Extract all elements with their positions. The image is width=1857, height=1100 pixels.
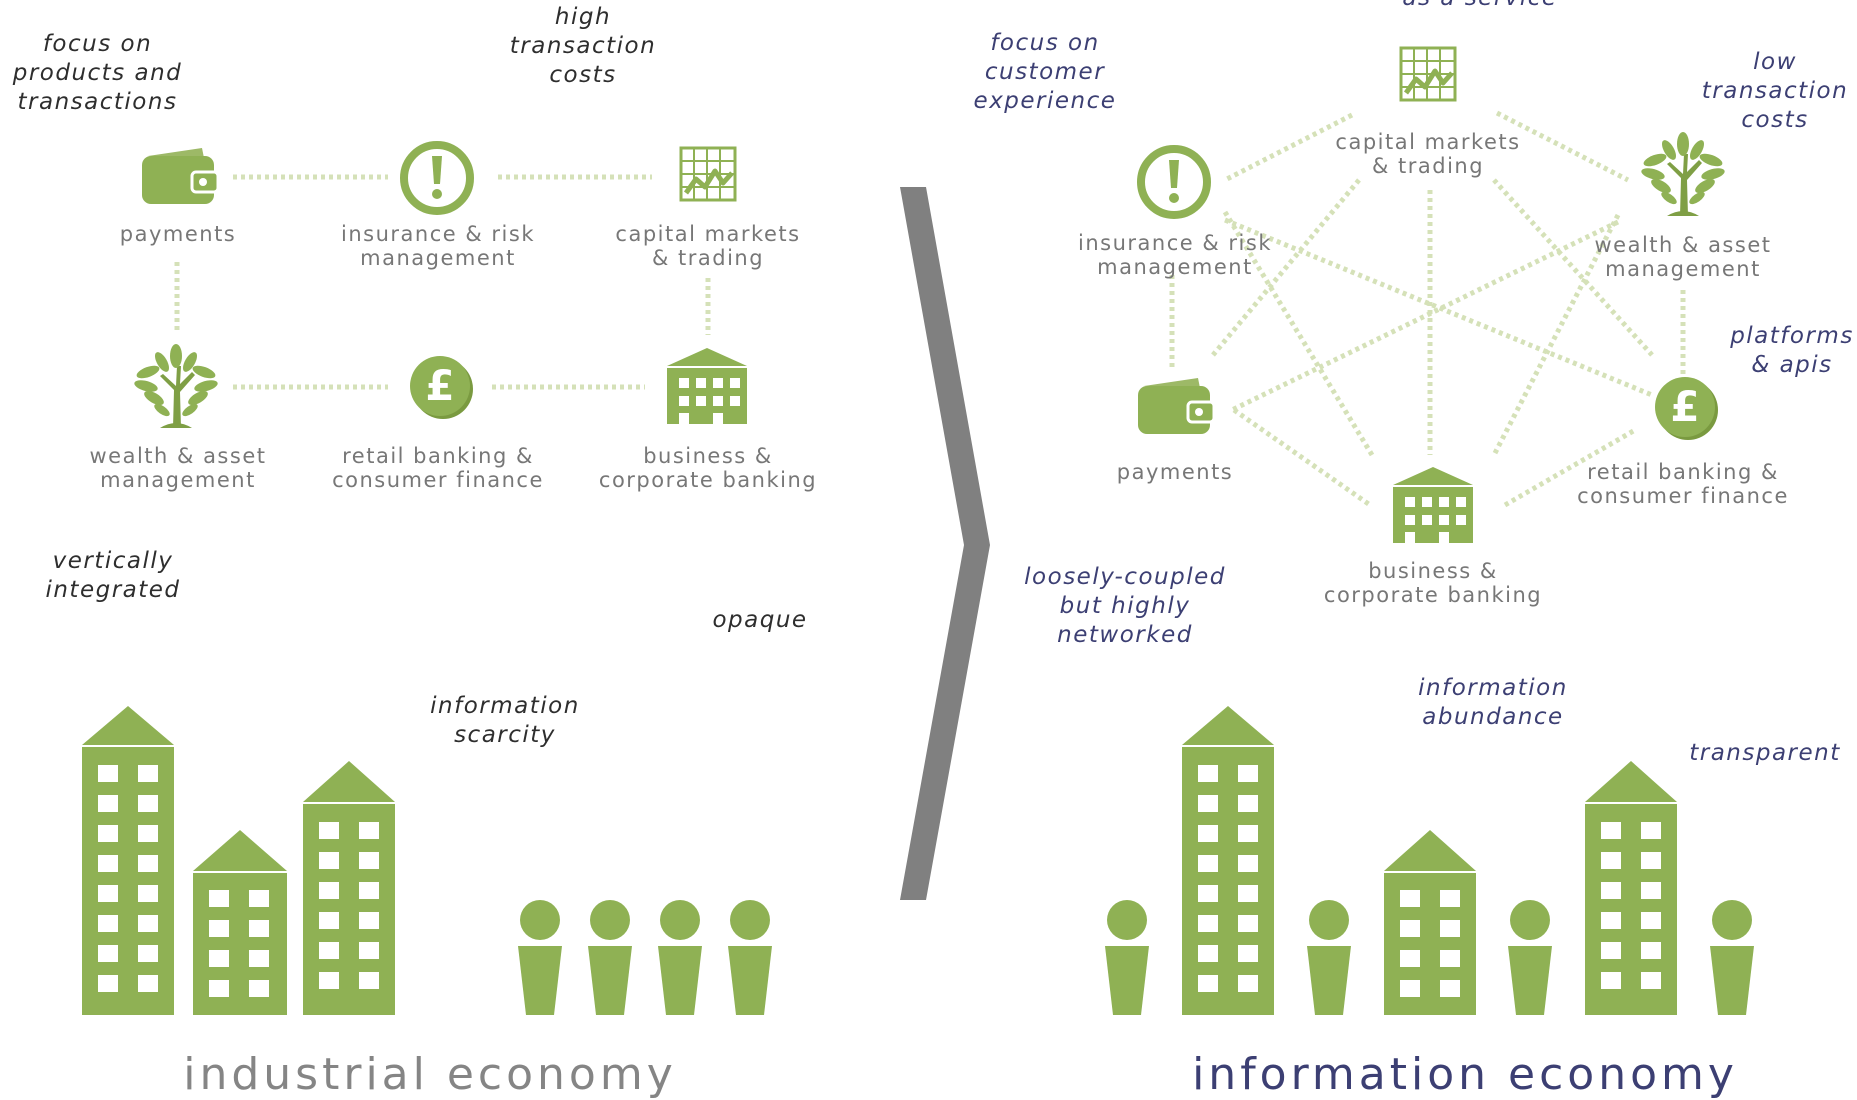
wallet-icon: [140, 146, 220, 206]
information-node-payments: payments: [1116, 460, 1234, 484]
industrial-note-vertical: vertically integrated: [45, 548, 181, 603]
information-economy-title: information economy: [1192, 1049, 1738, 1100]
building-icon: [303, 761, 395, 1015]
exclamation-icon: [404, 145, 470, 211]
information-network-lines: [1169, 110, 1686, 508]
information-note-service: as a service: [1380, 0, 1580, 13]
industrial-economy-title: industrial economy: [183, 1049, 677, 1100]
building-icon: [82, 706, 174, 1015]
person-icon: [588, 900, 632, 1015]
industrial-note-scarcity: information scarcity: [430, 693, 580, 748]
industrial-skyline: [82, 706, 395, 1015]
industrial-connectors: [174, 174, 711, 390]
tree-icon: [133, 344, 219, 428]
industrial-note-costs: high transaction costs: [509, 4, 657, 88]
information-node-retail: retail banking & consumer finance: [1577, 460, 1789, 508]
industrial-people: [518, 900, 772, 1015]
stock-chart-icon: [1401, 48, 1455, 100]
transition-chevron: [900, 187, 990, 900]
industrial-note-focus: focus on products and transactions: [12, 31, 183, 115]
building-icon: [1182, 706, 1274, 1015]
pound-coin-icon: [410, 356, 473, 419]
person-icon: [1307, 900, 1351, 1015]
person-icon: [658, 900, 702, 1015]
information-note-loosely: loosely-coupled but highly networked: [1024, 564, 1226, 648]
bank-building-icon: [667, 348, 747, 424]
industrial-node-retail: retail banking & consumer finance: [332, 444, 544, 492]
person-icon: [1508, 900, 1552, 1015]
information-skyline: [1182, 706, 1677, 1015]
person-icon: [1710, 900, 1754, 1015]
industrial-node-capital: capital markets & trading: [615, 222, 801, 270]
industrial-node-insurance: insurance & risk management: [341, 222, 535, 270]
person-icon: [728, 900, 772, 1015]
person-icon: [1105, 900, 1149, 1015]
building-icon: [1585, 761, 1677, 1015]
building-icon: [1384, 830, 1476, 1015]
exclamation-icon: [1141, 149, 1207, 215]
information-node-insurance: insurance & risk management: [1078, 231, 1272, 279]
stock-chart-icon: [681, 148, 735, 200]
person-icon: [518, 900, 562, 1015]
information-note-costs: low transaction costs: [1701, 49, 1849, 133]
industrial-node-business: business & corporate banking: [598, 444, 818, 492]
information-node-capital: capital markets & trading: [1335, 130, 1521, 178]
information-note-platforms: platforms & apis: [1730, 323, 1854, 378]
information-note-focus: focus on customer experience: [973, 30, 1117, 114]
wallet-icon: [1136, 376, 1216, 436]
industrial-node-payments: payments: [119, 222, 237, 246]
pound-coin-icon: [1655, 377, 1718, 440]
information-node-business: business & corporate banking: [1323, 559, 1543, 607]
information-note-abundance: information abundance: [1418, 675, 1568, 730]
bank-building-icon: [1393, 467, 1473, 543]
tree-icon: [1640, 132, 1726, 216]
information-note-transparent: transparent: [1689, 740, 1841, 766]
industrial-node-wealth: wealth & asset management: [89, 444, 267, 492]
information-node-wealth: wealth & asset management: [1594, 233, 1772, 281]
building-icon: [193, 830, 287, 1015]
industrial-note-opaque: opaque: [712, 607, 808, 633]
